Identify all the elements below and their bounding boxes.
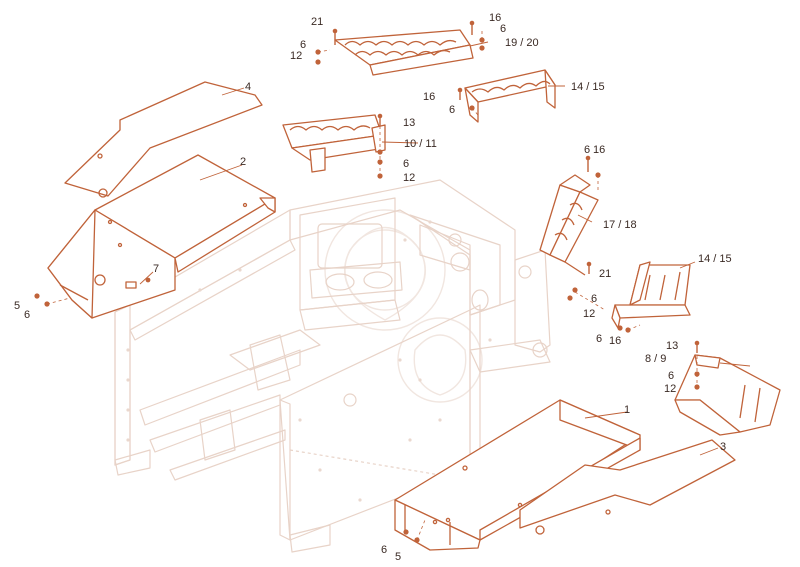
- callout-5-bottom: 5: [395, 551, 401, 563]
- leader-lines: [46, 28, 751, 541]
- callout-21-top: 21: [311, 16, 323, 28]
- callout-labels: 1 2 3 4 5 5 6 6 6 6 6 6 6 6 6 6 7 8 / 9 …: [14, 12, 732, 563]
- callout-6-right-mid: 6: [591, 293, 597, 305]
- part-3-cover-plate: [519, 439, 736, 535]
- callout-6-right-top: 6: [584, 144, 590, 156]
- callout-6-top-left: 6: [300, 39, 306, 51]
- callout-21-right: 21: [599, 268, 611, 280]
- part-19-20-step: [334, 29, 474, 76]
- watermark-logo: [324, 209, 483, 403]
- callout-8-9: 8 / 9: [645, 353, 666, 365]
- callout-6-top-right: 6: [500, 23, 506, 35]
- callout-14-15-right: 14 / 15: [698, 253, 732, 265]
- part-8-9-step: [674, 354, 781, 436]
- callout-13-mid: 13: [403, 117, 415, 129]
- callout-5-left: 5: [14, 300, 20, 312]
- part-2-housing: [47, 154, 276, 319]
- callout-12-mid: 12: [403, 172, 415, 184]
- callout-14-15-top: 14 / 15: [571, 81, 605, 93]
- part-14-15-step-top: [464, 69, 556, 123]
- callout-19-20: 19 / 20: [505, 37, 539, 49]
- part-14-15-step-right: [611, 261, 691, 329]
- callout-16-right-low: 16: [609, 335, 621, 347]
- callout-6-mid: 6: [403, 158, 409, 170]
- part-17-18-step: [539, 174, 599, 276]
- callout-6-right-low: 6: [596, 333, 602, 345]
- callout-12-lower-right: 12: [664, 383, 676, 395]
- part-7-fitting: [125, 281, 137, 289]
- callout-16-top: 16: [489, 12, 501, 24]
- callout-6-mid-top: 6: [449, 104, 455, 116]
- part-10-11-step: [282, 114, 386, 173]
- callout-6-left: 6: [24, 309, 30, 321]
- callout-6-lower-right: 6: [668, 370, 674, 382]
- callout-10-11: 10 / 11: [404, 138, 437, 150]
- part-4-cover-plate: [64, 81, 263, 198]
- callout-12-right: 12: [583, 308, 595, 320]
- callout-2: 2: [240, 156, 246, 168]
- callout-7: 7: [153, 263, 159, 275]
- callout-13-lower-right: 13: [666, 340, 678, 352]
- callout-12-top-left: 12: [290, 50, 302, 62]
- callout-16-right-top: 16: [593, 144, 605, 156]
- callout-16-mid-top: 16: [423, 91, 435, 103]
- callout-3: 3: [720, 441, 726, 453]
- callout-6-bottom: 6: [381, 544, 387, 556]
- callout-17-18: 17 / 18: [603, 219, 637, 231]
- callout-1: 1: [624, 404, 630, 416]
- callout-4: 4: [245, 81, 251, 93]
